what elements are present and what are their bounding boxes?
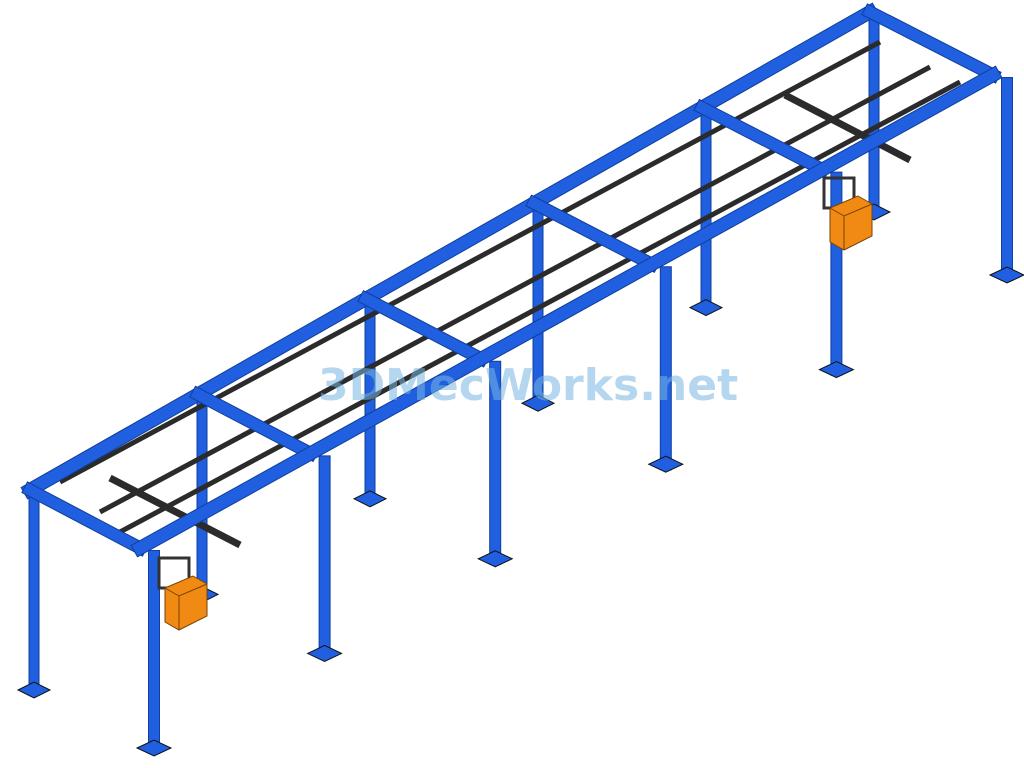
base-plate bbox=[988, 266, 1024, 284]
front-top-beam bbox=[131, 66, 1002, 557]
base-plate bbox=[352, 490, 388, 508]
base-plate bbox=[135, 739, 173, 757]
hoist-motor-box bbox=[829, 195, 873, 251]
bridge-beam bbox=[783, 91, 912, 164]
runway-rail bbox=[118, 79, 962, 535]
base-plate bbox=[520, 394, 556, 412]
cross-beam bbox=[526, 195, 660, 272]
cross-beam bbox=[190, 386, 319, 461]
runway-rail bbox=[58, 39, 882, 485]
cross-beam bbox=[358, 291, 489, 367]
base-plate bbox=[818, 361, 855, 379]
runway-rail bbox=[98, 64, 932, 515]
cross-beam bbox=[862, 4, 1001, 83]
cross-beam bbox=[694, 100, 830, 178]
back-top-beam bbox=[21, 3, 879, 499]
base-plate bbox=[477, 550, 514, 568]
base-plate bbox=[688, 299, 724, 317]
base-plate bbox=[647, 455, 684, 473]
base-plate bbox=[16, 681, 52, 699]
cross-beam bbox=[22, 482, 148, 556]
base-plate bbox=[306, 644, 343, 662]
hoist-motor-box bbox=[164, 575, 208, 631]
bridge-beam bbox=[108, 474, 242, 549]
